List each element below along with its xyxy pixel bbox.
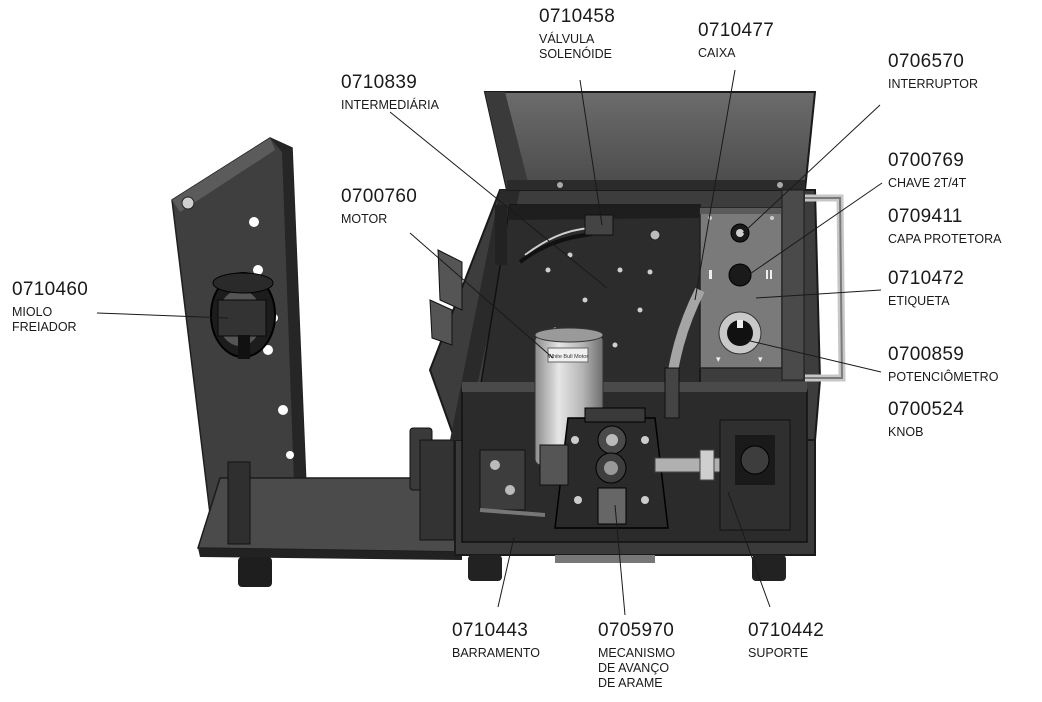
callout-name: INTERMEDIÁRIA bbox=[341, 98, 439, 112]
callout-miolo: 0710460 MIOLO FREIADOR bbox=[12, 280, 88, 335]
callout-code: 0700524 bbox=[888, 399, 965, 420]
callout-name: CAIXA bbox=[698, 46, 736, 60]
leader-mecanismo bbox=[614, 504, 626, 616]
leader-caixa bbox=[694, 69, 736, 301]
leader-motor bbox=[409, 232, 554, 359]
callout-code: 0709411 bbox=[888, 206, 963, 227]
callout-code: 0700760 bbox=[341, 186, 418, 207]
callout-name: POTENCIÔMETRO bbox=[888, 370, 999, 384]
callout-name: SUPORTE bbox=[748, 646, 809, 660]
leader-valvula bbox=[579, 79, 603, 226]
callout-code: 0710443 bbox=[452, 620, 529, 641]
callout-code: 0710442 bbox=[748, 620, 825, 641]
callout-code: 0710460 bbox=[12, 279, 89, 300]
callout-capa: 0709411 CAPA PROTETORA bbox=[888, 207, 1001, 247]
cabinet-lid bbox=[483, 91, 817, 191]
callout-motor: 0700760 MOTOR bbox=[341, 187, 417, 227]
callout-barramento: 0710443 BARRAMENTO bbox=[452, 621, 540, 661]
callout-name: KNOB bbox=[888, 425, 924, 439]
callout-intermediaria: 0710839 INTERMEDIÁRIA bbox=[341, 73, 439, 113]
callout-mecanismo: 0705970 MECANISMO DE AVANÇO DE ARAME bbox=[598, 621, 675, 691]
callout-code: 0700769 bbox=[888, 150, 965, 171]
leader-lines bbox=[96, 69, 883, 616]
callout-potenciometro: 0700859 POTENCIÔMETRO bbox=[888, 345, 998, 385]
callout-name: CAPA PROTETORA bbox=[888, 232, 1002, 246]
callout-name: MECANISMO DE AVANÇO DE ARAME bbox=[598, 646, 676, 690]
svg-text:▾: ▾ bbox=[758, 354, 763, 364]
leader-miolo bbox=[96, 312, 229, 319]
brake-hub bbox=[210, 272, 276, 359]
leader-interruptor bbox=[742, 104, 881, 234]
leader-chave bbox=[743, 182, 883, 279]
callout-code: 0710458 bbox=[539, 6, 616, 27]
callout-name: VÁLVULA SOLENÓIDE bbox=[539, 32, 612, 61]
busbar bbox=[479, 449, 546, 517]
callout-code: 0700859 bbox=[888, 344, 965, 365]
left-brackets bbox=[429, 205, 507, 346]
leader-potenciometro bbox=[745, 339, 882, 373]
callout-interruptor: 0706570 INTERRUPTOR bbox=[888, 52, 978, 92]
callout-code: 0710472 bbox=[888, 268, 965, 289]
callout-name: MOTOR bbox=[341, 212, 388, 226]
motor-label: White Bull Motor bbox=[548, 354, 589, 360]
callout-name: CHAVE 2T/4T bbox=[888, 176, 967, 190]
callout-suporte: 0710442 SUPORTE bbox=[748, 621, 824, 661]
side-panel bbox=[781, 189, 846, 382]
wire-feed-mechanism bbox=[539, 367, 680, 529]
callout-code: 0710839 bbox=[341, 72, 418, 93]
leader-suporte bbox=[727, 491, 771, 608]
callout-caixa: 0710477 CAIXA bbox=[698, 21, 774, 61]
callout-valvula: 0710458 VÁLVULA SOLENÓIDE bbox=[539, 7, 615, 62]
callout-name: BARRAMENTO bbox=[452, 646, 540, 660]
callout-chave: 0700769 CHAVE 2T/4T bbox=[888, 151, 966, 191]
callout-knob: 0700524 KNOB bbox=[888, 400, 964, 440]
callout-etiqueta: 0710472 ETIQUETA bbox=[888, 269, 964, 309]
callout-code: 0706570 bbox=[888, 51, 965, 72]
base-plate bbox=[196, 427, 463, 587]
callout-name: MIOLO FREIADOR bbox=[12, 305, 77, 334]
svg-text:▾: ▾ bbox=[716, 354, 721, 364]
leader-etiqueta bbox=[755, 289, 882, 299]
control-panel: ▾ ▾ bbox=[699, 207, 783, 369]
callout-code: 0710477 bbox=[698, 20, 775, 41]
leader-intermediaria bbox=[389, 111, 608, 289]
callout-name: ETIQUETA bbox=[888, 294, 950, 308]
callout-code: 0705970 bbox=[598, 620, 675, 641]
leader-barramento bbox=[497, 536, 515, 608]
torch-connector bbox=[654, 419, 791, 531]
callout-name: INTERRUPTOR bbox=[888, 77, 979, 91]
